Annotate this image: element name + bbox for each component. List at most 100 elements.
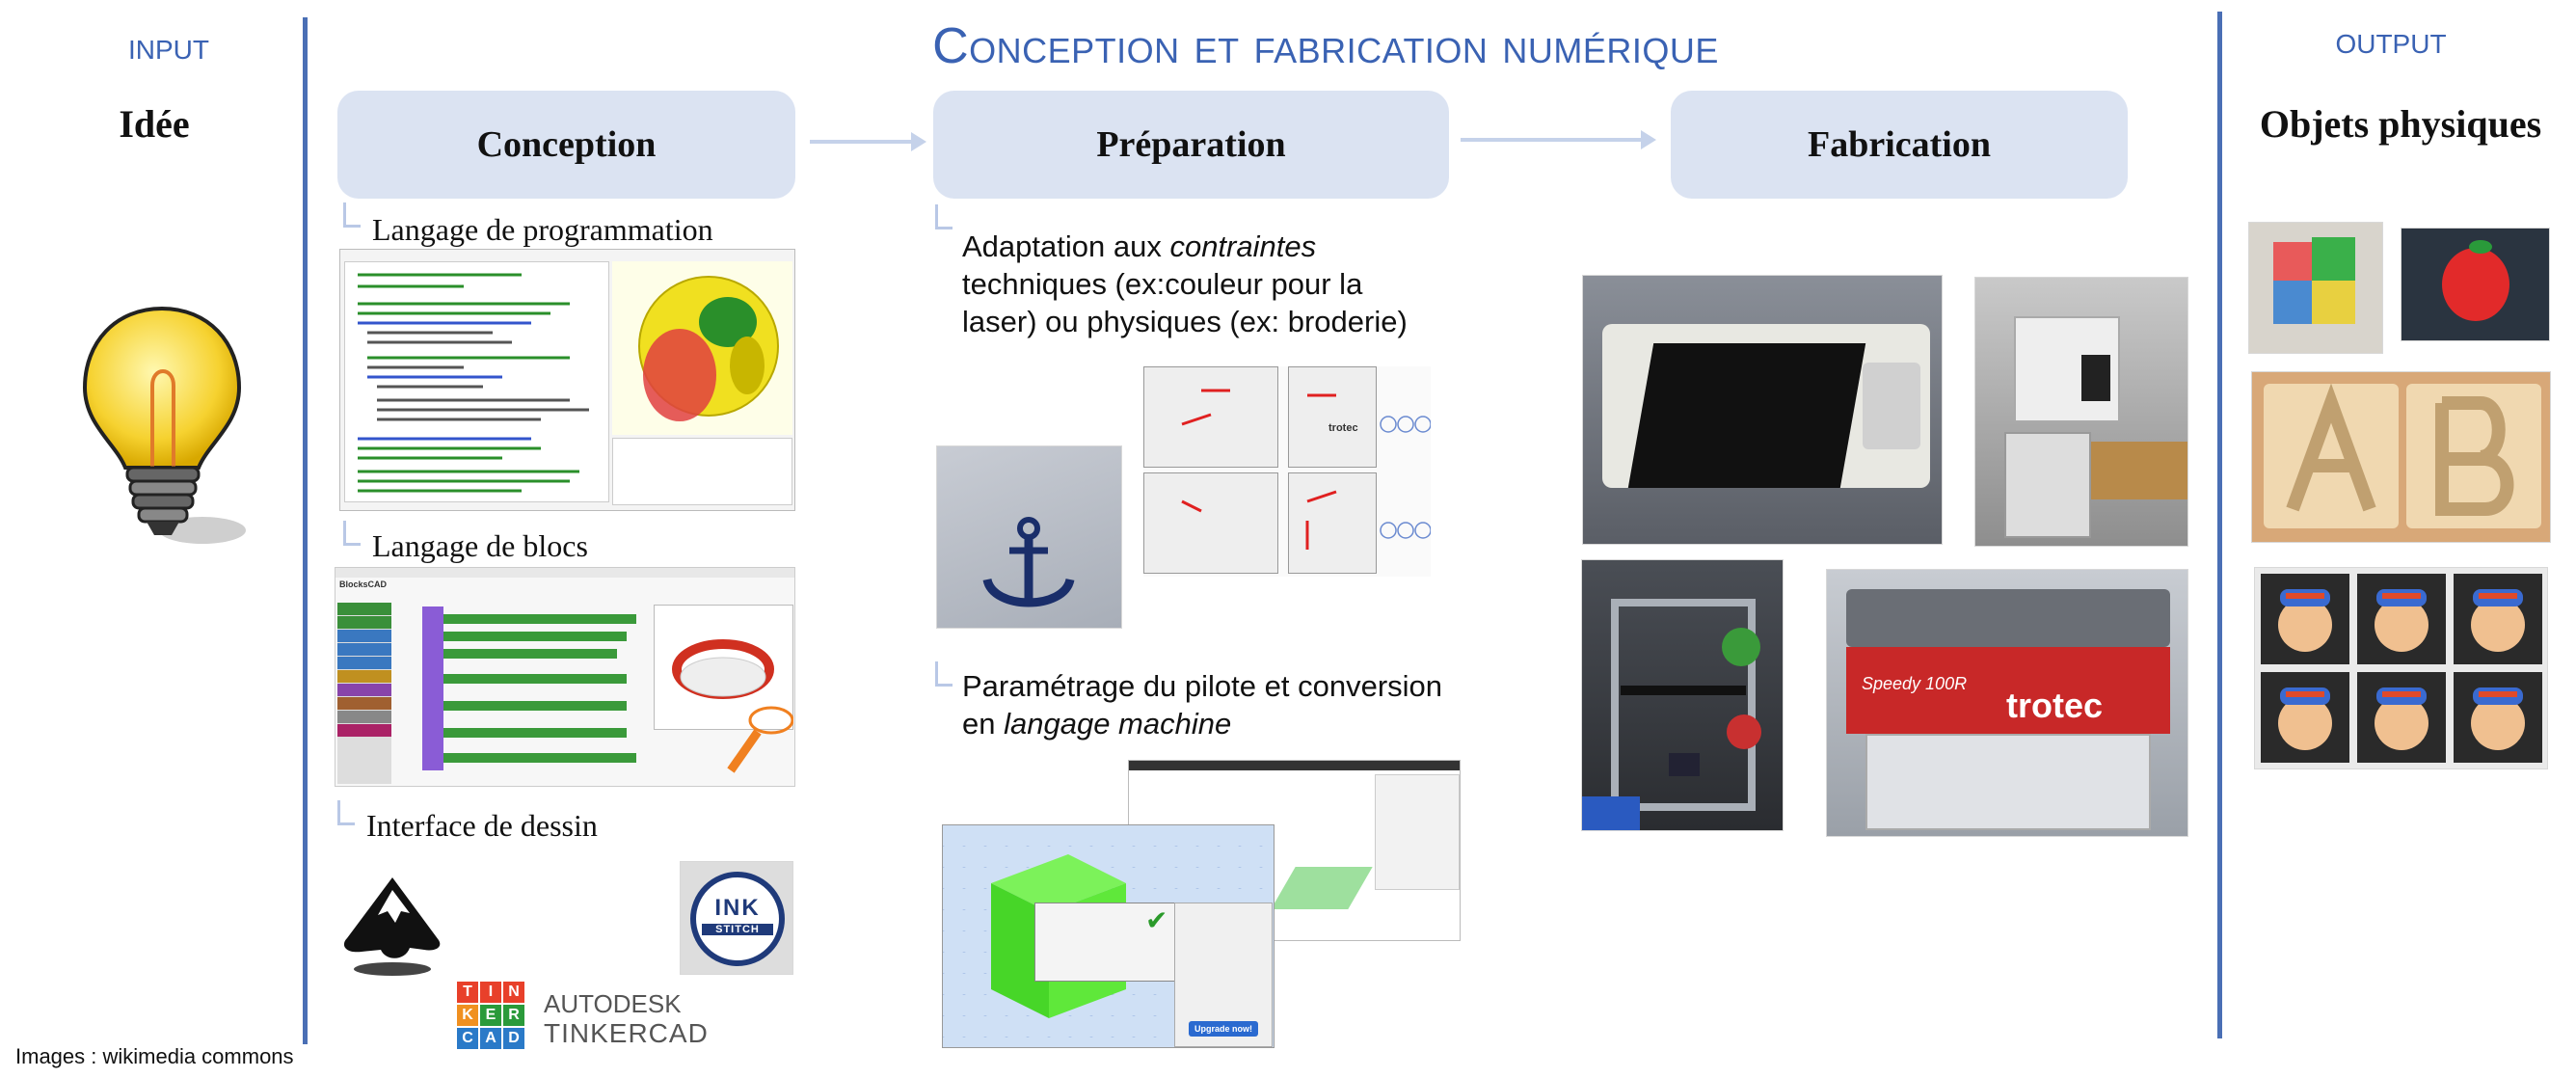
apple-shape [2442,248,2509,321]
tinkercad-tile-2: N [503,982,524,1003]
vinyl-cutter-sheet [1627,343,1866,488]
prep-text-1c: techniques (ex:couleur pour la [962,267,1363,301]
tinkercad-tile-8: D [503,1028,524,1049]
openscad-model [638,276,779,421]
input-header: INPUT [128,35,209,65]
openscad-code [358,273,589,493]
anchor-icon [982,517,1075,607]
inkstitch-text-2: STITCH [702,924,773,935]
trotec-driver-screenshot: trotec [1143,366,1431,577]
slicer-screenshot-front: ✔ Upgrade now! [942,824,1275,1048]
blockscad-topbar [335,568,794,578]
arrow-conception-preparation [810,140,916,144]
output-apple-photo [2401,228,2550,341]
driver-red-arrows [1181,389,1431,550]
laser-cutter-cabinet [1865,734,2151,830]
laser-trotec-label: trotec [2006,686,2104,725]
separator-left [303,17,308,1044]
embroidery-machine-photo [1974,277,2188,547]
embroidery-photo [936,445,1122,629]
tinkercad-autodesk-label: AUTODESK [544,989,682,1018]
openscad-editor [344,261,609,502]
image-credit: Images : wikimedia commons [15,1044,294,1068]
blockscad-orange-arrow [727,706,793,773]
3d-printer-spool [1722,628,1760,666]
prep-text-2b: en [962,707,1005,741]
tinkercad-tile-7: A [480,1028,501,1049]
laser-cutter-photo: Speedy 100R trotec [1826,569,2188,837]
tinkercad-tile-6: C [457,1028,478,1049]
conception-sub-drawing: Interface de dessin [366,808,598,843]
3d-printer-screen [1669,753,1700,776]
lightbulb-icon [82,306,246,544]
bracket-sub2 [343,521,361,546]
openscad-screenshot [339,249,795,511]
embroidery-machine-screen [2081,355,2110,401]
cube-face-blue [2273,281,2312,324]
step-fabrication: Fabrication [1671,91,2128,199]
3d-printer-frame [1611,599,1756,811]
wood-letter-engravings [2286,384,2514,516]
bracket-sub3 [337,800,355,825]
3d-printer-base [1582,796,1640,830]
inkstitch-text-1: INK [714,895,761,921]
slicer-back-topbar [1129,761,1460,770]
arrow-preparation-fabrication [1461,138,1646,142]
upgrade-button[interactable]: Upgrade now! [1189,1021,1258,1037]
slicer-dialog [1034,903,1181,982]
separator-right [2217,12,2222,1038]
apple-leaf [2469,240,2492,254]
3d-printer-photo [1581,559,1784,831]
tinkercad-tile-3: K [457,1005,478,1026]
laser-speedy-label: Speedy 100R [1862,674,1968,693]
arrow-head-2 [1641,130,1656,149]
tinkercad-logo: T I N K E R C A D [457,982,526,1051]
prep-parametrage-text: Paramétrage du pilote et conversion en l… [962,667,1502,742]
driver-dialog-4 [1288,472,1377,574]
prep-text-1b: contraintes [1169,229,1317,263]
slicer-back-bed [1271,867,1373,909]
vinyl-cutter-panel [1863,363,1920,449]
3d-printer-bed [1621,686,1746,695]
inkstitch-badge: INK STITCH [690,872,785,966]
checkmark-icon: ✔ [1145,904,1168,936]
step-preparation: Préparation [933,91,1449,199]
bracket-prep1 [935,204,953,229]
prep-text-1a: Adaptation aux [962,229,1170,263]
step-conception: Conception [337,91,795,199]
openscad-console [612,438,792,505]
output-header: OUTPUT [2335,29,2447,59]
tinkercad-tile-5: R [503,1005,524,1026]
slicer-back-panel [1375,774,1460,890]
output-title: Objets physiques [2259,102,2542,146]
vinyl-cutter-photo [1582,275,1943,545]
prep-text-1d: laser) ou physiques (ex: broderie) [962,305,1408,338]
trotec-small-logo: trotec [1328,422,1358,434]
laser-cutter-lid [1846,589,2170,647]
laser-cutter-front [1846,647,2170,734]
embroidery-machine-table [2091,442,2187,499]
embroidery-machine-cart [2004,432,2091,538]
driver-dialog-2 [1288,366,1377,468]
page-title: Conception et fabrication numérique [578,17,2073,75]
blockscad-blocks [422,606,636,770]
prep-adaptation-text: Adaptation aux contraintes techniques (e… [962,228,1463,340]
prep-text-2c: langage machine [1004,707,1232,741]
input-title: Idée [119,102,190,146]
prep-text-2a: Paramétrage du pilote et conversion [962,669,1443,703]
tinkercad-tile-4: E [480,1005,501,1026]
patch-grid [2261,574,2542,763]
conception-sub-blocks: Langage de blocs [372,528,588,563]
embroidery-machine-body [2014,316,2120,422]
arrow-head-1 [911,132,926,151]
driver-dialog-1 [1143,366,1278,468]
blockscad-logo: BlocksCAD [339,579,388,589]
conception-sub-programming: Langage de programmation [372,212,713,247]
output-cube-photo [2248,222,2383,354]
output-wood-letters-photo [2251,371,2551,543]
inkscape-logo-icon [343,877,441,976]
cube-face-red [2273,242,2312,281]
tinkercad-tile-0: T [457,982,478,1003]
page-title-text: Conception et fabrication numérique [932,18,1719,74]
cube-face-green [2312,237,2355,281]
